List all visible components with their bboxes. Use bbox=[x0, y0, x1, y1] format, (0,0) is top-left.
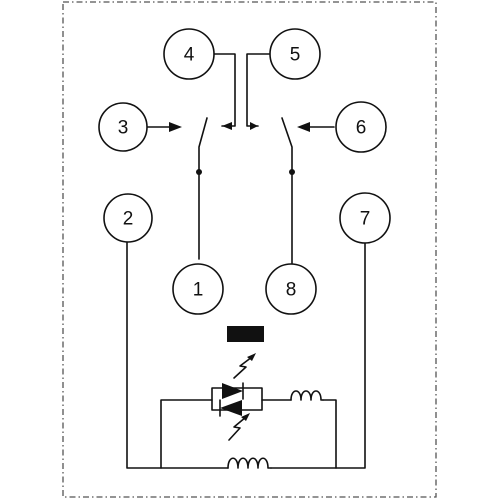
arrow-head-pin-3 bbox=[169, 122, 182, 132]
relay-coil-main bbox=[227, 457, 272, 469]
arrow-head-pin-4 bbox=[222, 122, 232, 130]
wire-pin-7-coil bbox=[270, 240, 366, 469]
suppressor-inductor bbox=[290, 390, 324, 401]
arrow-tip-bottom bbox=[241, 413, 250, 421]
junction-dot-right bbox=[289, 169, 295, 175]
relay-enclosure-border bbox=[62, 1, 437, 498]
wire-suppressor-left bbox=[160, 399, 213, 469]
wire-pin-5-contact bbox=[246, 53, 271, 127]
pin-3-label: 3 bbox=[118, 118, 129, 139]
junction-dot-left bbox=[196, 169, 202, 175]
left-switch-blade bbox=[198, 117, 208, 173]
pin-8-label: 8 bbox=[286, 280, 297, 301]
pin-4-terminal bbox=[163, 28, 215, 80]
light-emission-arrow-bottom bbox=[228, 416, 247, 441]
pin-4-label: 4 bbox=[184, 45, 195, 66]
pin-1-label: 1 bbox=[193, 280, 204, 301]
diode-triangle-upper bbox=[222, 383, 243, 399]
pin-2-terminal bbox=[103, 193, 153, 243]
pin-5-terminal bbox=[269, 28, 321, 80]
arrow-head-pin-5 bbox=[250, 122, 258, 130]
pin-3-terminal bbox=[98, 102, 148, 152]
light-emission-arrow-top bbox=[233, 356, 253, 379]
pin-1-terminal bbox=[172, 263, 224, 315]
status-indicator-block bbox=[227, 326, 264, 342]
pin-2-label: 2 bbox=[123, 209, 134, 230]
pin-5-label: 5 bbox=[290, 45, 301, 66]
wire-pin-2-coil bbox=[126, 238, 229, 469]
diode-triangle-lower bbox=[220, 400, 242, 416]
arrow-tip-top bbox=[247, 353, 256, 361]
wire-pin-4-contact bbox=[211, 53, 236, 127]
pin-6-terminal bbox=[335, 101, 387, 153]
pin-8-terminal bbox=[265, 263, 317, 315]
right-switch-blade bbox=[281, 117, 293, 173]
pin-6-label: 6 bbox=[356, 118, 367, 139]
pin-7-terminal bbox=[339, 192, 391, 244]
pin-7-label: 7 bbox=[360, 209, 371, 230]
wire-suppressor-right bbox=[322, 399, 337, 469]
arrow-head-pin-6 bbox=[297, 122, 310, 132]
